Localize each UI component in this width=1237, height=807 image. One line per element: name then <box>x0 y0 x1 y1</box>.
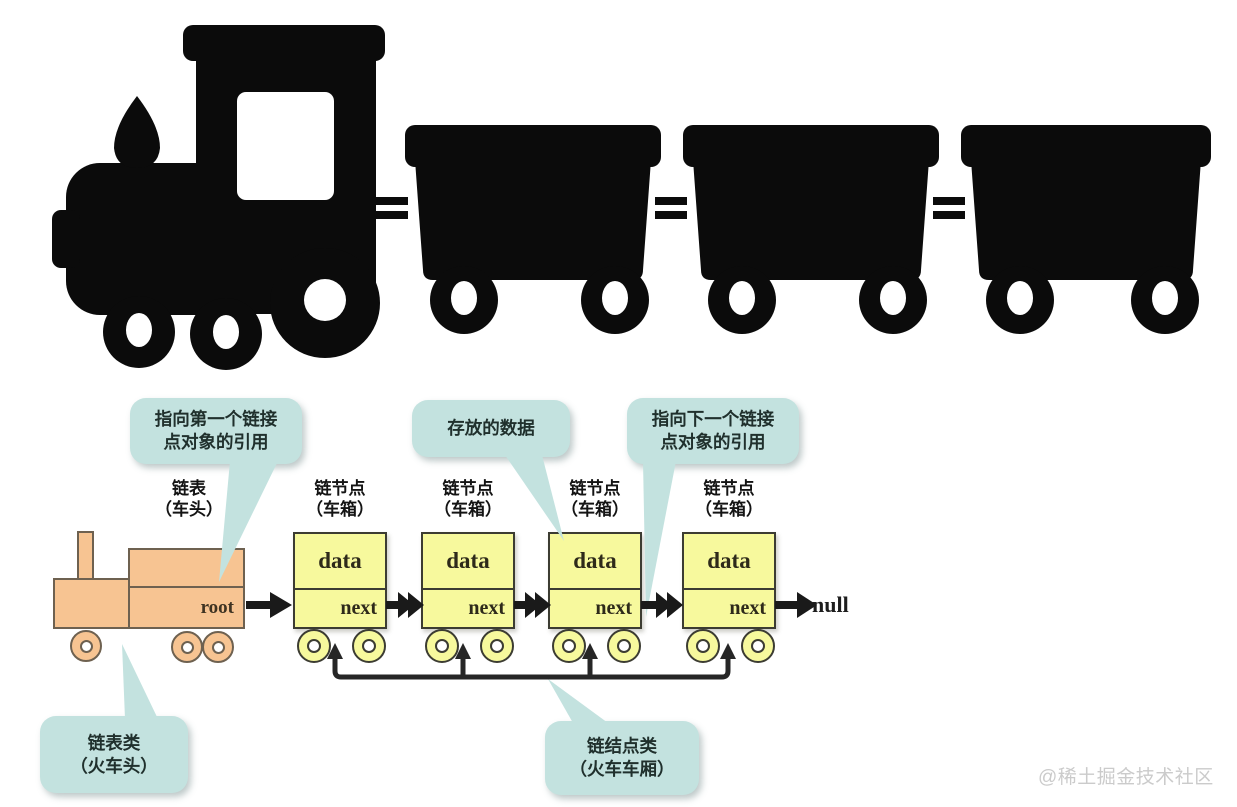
wheel-hub <box>490 639 504 653</box>
next-arrow <box>386 592 424 618</box>
node-wheel <box>552 629 586 663</box>
engine-label-line2: （车头） <box>155 500 223 519</box>
coupling-bar <box>933 211 965 219</box>
wheel-hub <box>562 639 576 653</box>
coupling-bar <box>933 197 965 205</box>
engine-wheel <box>202 631 234 663</box>
callout-first-reference: 指向第一个链接 点对象的引用 <box>130 398 302 464</box>
list-node-4: data next <box>682 532 776 663</box>
engine-window <box>237 92 334 200</box>
root-arrow <box>246 592 292 618</box>
node-label-line1: 链节点 <box>703 479 755 498</box>
node-wheel <box>741 629 775 663</box>
toy-engine-cab-top <box>128 548 245 588</box>
callout-list-class: 链表类 （火车头） <box>40 716 188 793</box>
node-wheel <box>352 629 386 663</box>
callout-tail <box>548 679 608 723</box>
callout-text: 点对象的引用 <box>163 432 269 452</box>
node-next-cell: next <box>340 597 377 619</box>
engine-front-bumper <box>52 210 80 268</box>
callout-text: 存放的数据 <box>447 418 535 438</box>
node-next-cell: next <box>468 597 505 619</box>
list-node-2: data next <box>421 532 515 663</box>
node-wheel <box>480 629 514 663</box>
wheel-hub <box>696 639 710 653</box>
list-node-1: data next <box>293 532 387 663</box>
engine-label-line1: 链表 <box>172 479 206 498</box>
node-wheel <box>607 629 641 663</box>
callout-text: 链结点类 <box>587 736 657 756</box>
toy-engine-front <box>53 578 131 629</box>
node-data-cell: data <box>295 534 385 590</box>
null-arrow <box>775 592 817 618</box>
node-class-connector <box>332 652 731 680</box>
node-data-cell: data <box>550 534 640 590</box>
node-next-cell: next <box>595 597 632 619</box>
node-label-line2: （车箱） <box>695 500 763 519</box>
callout-text: （火车头） <box>70 755 158 776</box>
callout-text: 链表类 <box>87 732 141 753</box>
node-wheel <box>686 629 720 663</box>
callout-node-class: 链结点类 （火车车厢） <box>545 721 699 795</box>
root-field-label: root <box>200 596 234 618</box>
coupling-bar <box>374 197 408 205</box>
node-label-line2: （车箱） <box>561 500 629 519</box>
wheel-hub <box>307 639 321 653</box>
toy-engine-chimney <box>77 531 94 582</box>
wheel-hub <box>751 639 765 653</box>
wagon <box>405 125 661 334</box>
node-label-4: 链节点 （车箱） <box>669 478 789 520</box>
callout-text: 指向下一个链接 <box>651 409 775 429</box>
node-class-connector-arrowheads <box>327 643 736 659</box>
engine-wheel <box>70 630 102 662</box>
node-label-1: 链节点 （车箱） <box>280 478 400 520</box>
null-terminator-label: null <box>812 592 849 617</box>
node-label-line1: 链节点 <box>569 479 621 498</box>
wagon <box>683 125 939 334</box>
toy-engine-root-box: root <box>128 586 245 629</box>
wheel-hub <box>362 639 376 653</box>
wheel-hub <box>211 640 225 654</box>
node-next-cell: next <box>729 597 766 619</box>
node-wheel <box>425 629 459 663</box>
callout-text: （火车车厢） <box>569 759 675 779</box>
node-data-cell: data <box>684 534 774 590</box>
wagon <box>961 125 1211 334</box>
node-label-line2: （车箱） <box>434 500 502 519</box>
node-wheel <box>297 629 331 663</box>
engine-chimney <box>114 96 160 168</box>
callout-text: 指向第一个链接 <box>154 409 278 429</box>
wheel-hub <box>180 640 194 654</box>
callout-tail <box>122 644 158 719</box>
node-label-line1: 链节点 <box>314 479 366 498</box>
watermark: @稀土掘金技术社区 <box>1038 767 1214 788</box>
wheel-hub <box>79 639 93 653</box>
coupling-bar <box>374 211 408 219</box>
callout-next-reference: 指向下一个链接 点对象的引用 <box>627 398 799 464</box>
coupling-bar <box>655 197 687 205</box>
engine-wheel <box>171 631 203 663</box>
callout-text: 点对象的引用 <box>660 432 766 452</box>
node-label-line2: （车箱） <box>306 500 374 519</box>
engine-label: 链表 （车头） <box>129 478 249 520</box>
wheel-hub <box>435 639 449 653</box>
next-arrow <box>641 592 683 618</box>
callout-stored-data: 存放的数据 <box>412 400 570 457</box>
next-arrow <box>514 592 551 618</box>
node-label-3: 链节点 （车箱） <box>535 478 655 520</box>
list-node-3: data next <box>548 532 642 663</box>
wheel-hub <box>617 639 631 653</box>
node-data-cell: data <box>423 534 513 590</box>
node-label-2: 链节点 （车箱） <box>408 478 528 520</box>
node-label-line1: 链节点 <box>442 479 494 498</box>
train-silhouette-illustration <box>52 25 1211 370</box>
coupling-bar <box>655 211 687 219</box>
engine-boiler-join <box>150 163 240 315</box>
